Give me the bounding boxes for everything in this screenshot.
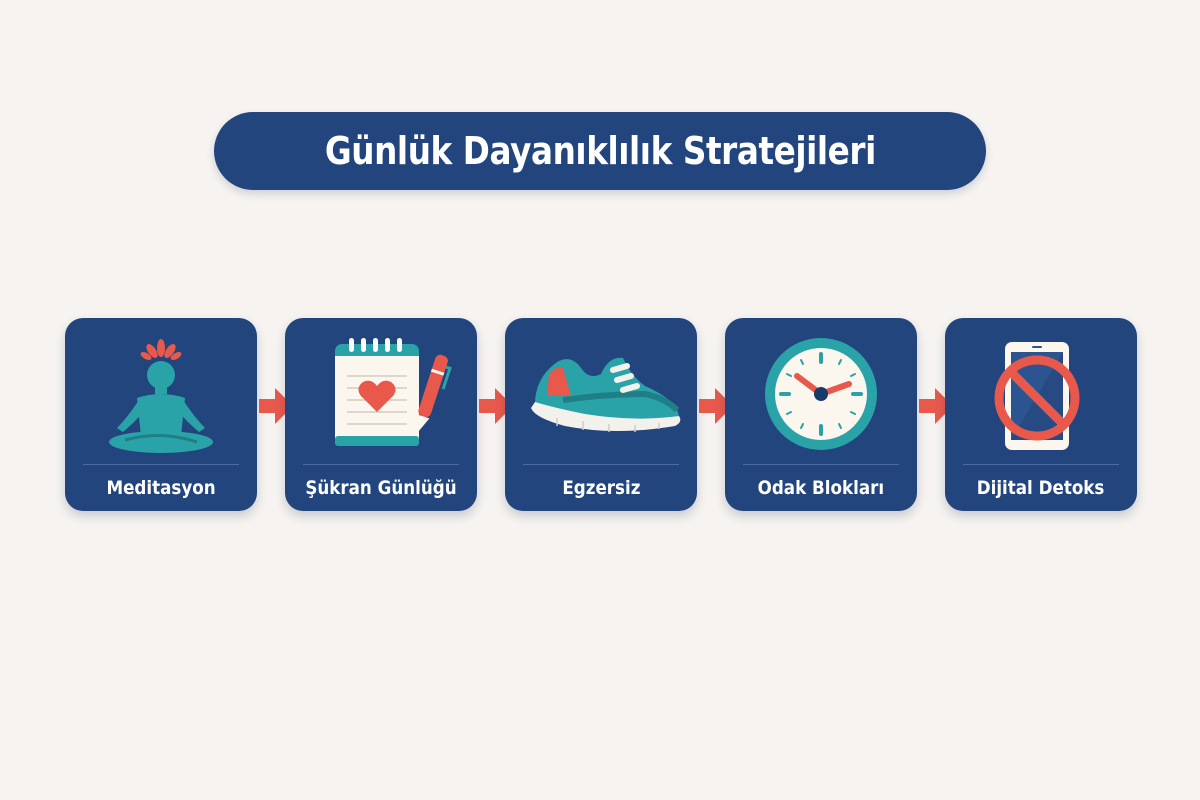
step-card-gratitude-journal: Şükran Günlüğü — [285, 318, 477, 511]
card-divider — [743, 464, 899, 465]
no-phone-icon — [994, 342, 1080, 450]
step-label: Dijital Detoks — [977, 477, 1105, 499]
card-divider — [303, 464, 459, 465]
step-label: Şükran Günlüğü — [305, 477, 457, 499]
arrow-right-icon — [259, 388, 293, 424]
meditation-icon — [109, 339, 213, 453]
arrow-right-icon — [699, 388, 733, 424]
step-card-exercise: Egzersiz — [505, 318, 697, 511]
sneaker-icon — [531, 357, 681, 432]
step-label: Egzersiz — [561, 477, 641, 499]
step-label: Meditasyon — [106, 477, 216, 499]
title-banner: Günlük Dayanıklılık Stratejileri — [214, 112, 986, 190]
card-divider — [83, 464, 239, 465]
page-title: Günlük Dayanıklılık Stratejileri — [324, 129, 876, 173]
card-divider — [523, 464, 679, 465]
arrow-right-icon — [479, 388, 513, 424]
step-label: Odak Blokları — [757, 477, 885, 499]
card-divider — [963, 464, 1119, 465]
arrow-right-icon — [919, 388, 953, 424]
clock-icon — [765, 338, 877, 450]
step-card-focus-blocks: Odak Blokları — [725, 318, 917, 511]
step-card-meditation: Meditasyon — [65, 318, 257, 511]
step-card-digital-detox: Dijital Detoks — [945, 318, 1137, 511]
gratitude-journal-icon — [335, 338, 452, 446]
